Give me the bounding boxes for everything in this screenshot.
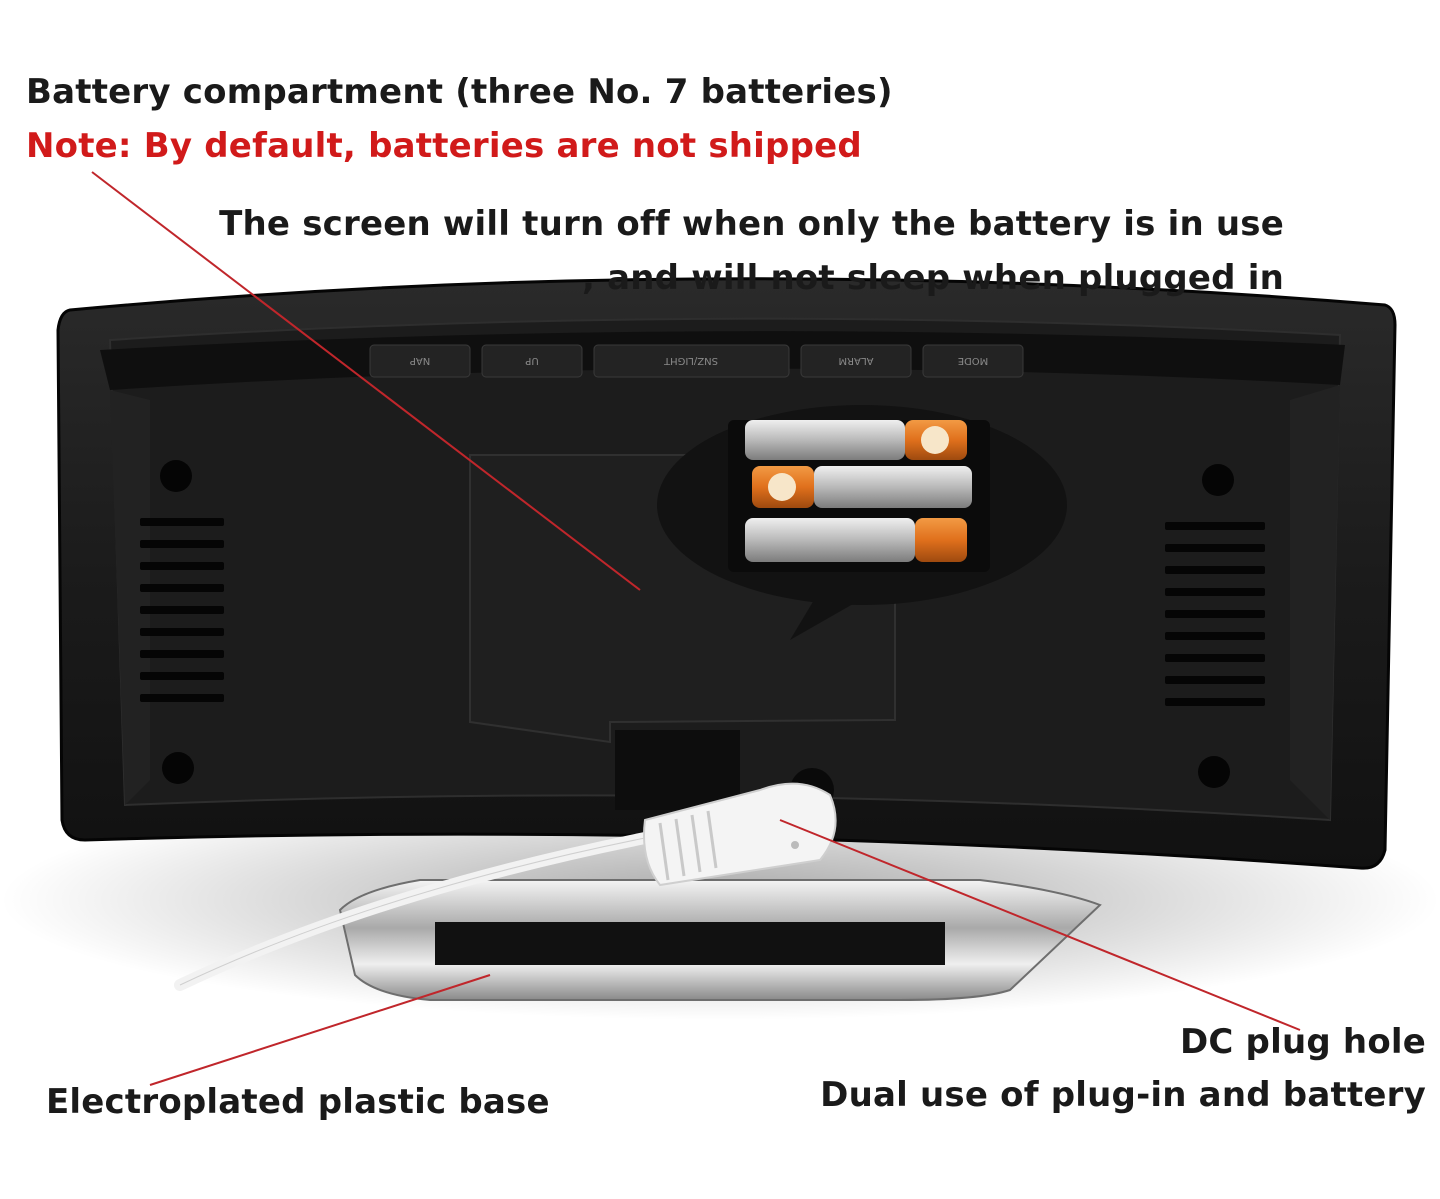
plug-strain-relief xyxy=(658,810,718,881)
base-leader-line xyxy=(149,974,491,1086)
dual-use-label: Dual use of plug-in and battery xyxy=(820,1075,1426,1115)
screw-hole xyxy=(1202,464,1234,496)
alarm-button[interactable] xyxy=(800,344,912,378)
button-label: MODE xyxy=(958,355,989,366)
mode-button[interactable] xyxy=(922,344,1024,378)
right-side-panel xyxy=(1290,385,1340,820)
dc-plug xyxy=(643,782,837,887)
battery-note-label: Note: By default, batteries are not ship… xyxy=(26,126,862,166)
button-label: SNZ/LIGHT xyxy=(663,355,718,366)
screw-hole xyxy=(1198,756,1230,788)
dc-plug-hole-label: DC plug hole xyxy=(1179,1022,1426,1062)
nap-button[interactable] xyxy=(369,344,471,378)
stand-hinge xyxy=(615,730,740,810)
power-cable-outline xyxy=(179,834,661,986)
button-label: UP xyxy=(525,355,538,366)
dc-plug-leader-line xyxy=(779,819,1301,1031)
snooze-light-button[interactable] xyxy=(593,344,790,378)
screw-hole xyxy=(162,752,194,784)
left-side-panel xyxy=(110,390,150,805)
up-button[interactable] xyxy=(481,344,583,378)
screen-note-line2: , and will not sleep when plugged in xyxy=(581,258,1284,298)
base-label: Electroplated plastic base xyxy=(46,1082,550,1122)
battery-leader-line xyxy=(91,171,641,591)
left-speaker-grille xyxy=(140,518,224,702)
battery xyxy=(745,518,915,562)
battery xyxy=(745,420,905,460)
button-label: ALARM xyxy=(838,355,873,366)
battery-compartment-label: Battery compartment (three No. 7 batteri… xyxy=(26,72,893,112)
battery-tray xyxy=(728,420,990,572)
base-inner-slot xyxy=(435,922,945,965)
screen-note-line1: The screen will turn off when only the b… xyxy=(219,204,1284,244)
button-label: NAP xyxy=(410,355,430,366)
right-speaker-grille xyxy=(1165,522,1265,706)
button-strip: NAP UP SNZ/LIGHT ALARM MODE xyxy=(369,344,1024,378)
screw-hole xyxy=(160,460,192,492)
battery xyxy=(814,466,972,508)
battery-wrap xyxy=(915,518,967,562)
leader-lines xyxy=(91,171,1301,1086)
callout-tail xyxy=(790,590,860,640)
